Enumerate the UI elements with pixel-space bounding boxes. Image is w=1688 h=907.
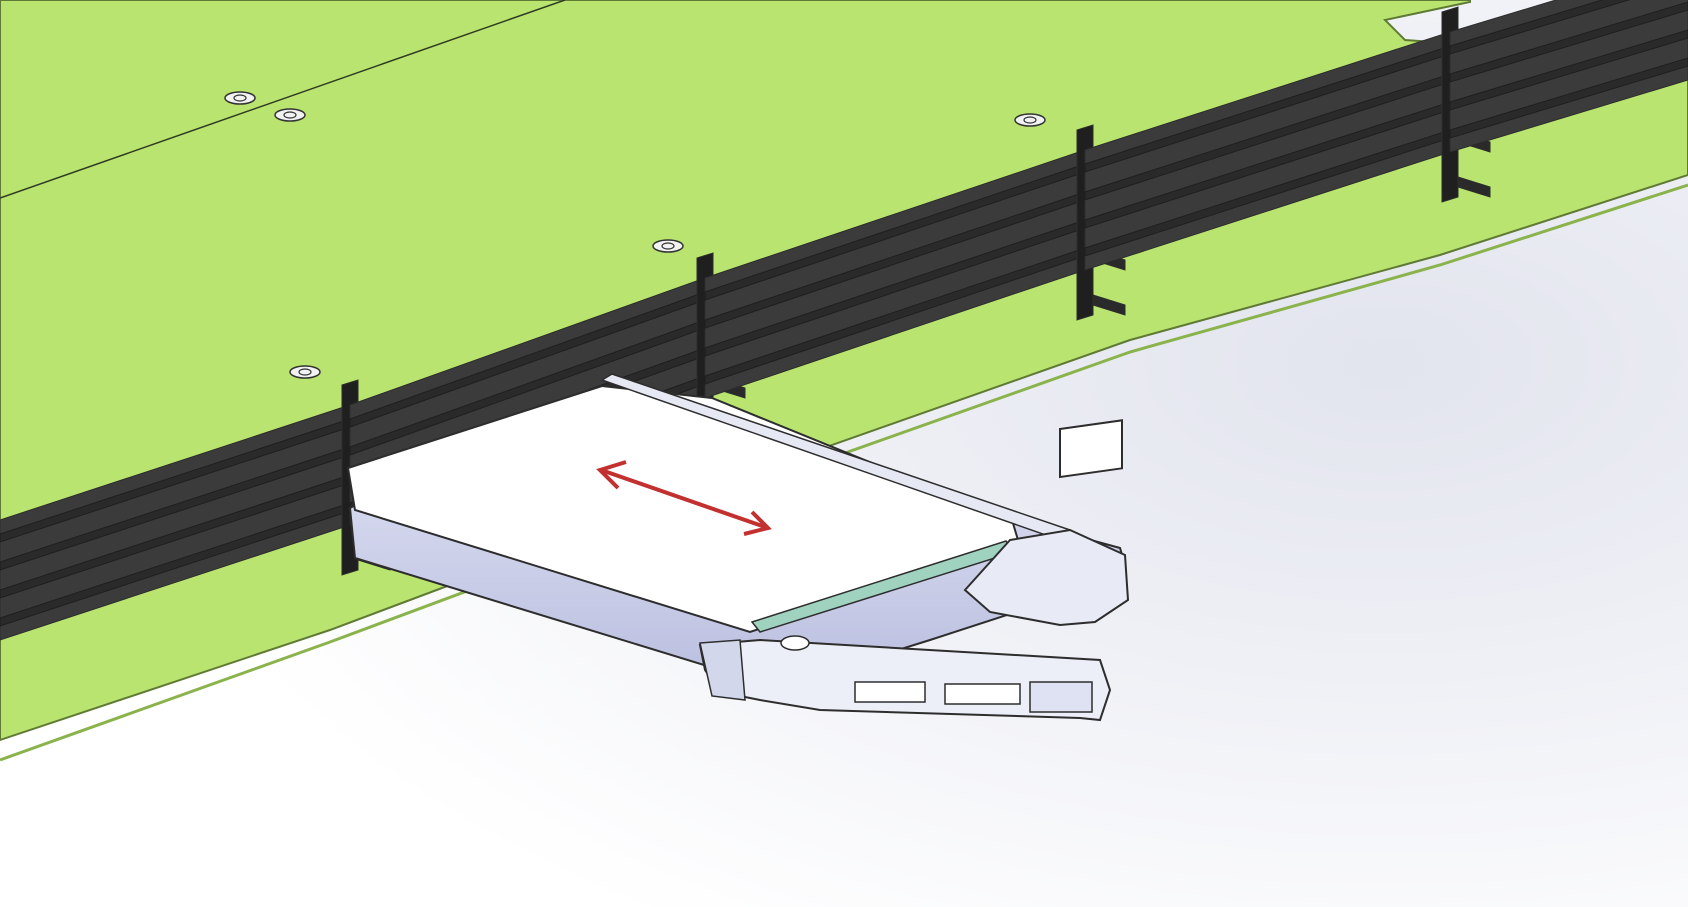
screw-icon: [652, 239, 684, 253]
screws: [224, 91, 1046, 379]
latch-button[interactable]: [1059, 419, 1123, 479]
bay-guide-rail-5-1: [1449, 0, 1631, 55]
lever-grip: [1029, 681, 1093, 713]
screw-icon: [224, 91, 256, 105]
lever-screw-icon: [780, 635, 810, 651]
screw-icon: [289, 365, 321, 379]
lever-slot-1: [854, 681, 926, 703]
bay-guide-rail-5-2: [1449, 1, 1688, 83]
screw-icon: [274, 108, 306, 122]
carrier-bezel: [699, 639, 746, 701]
panel-front-edge: [0, 183, 1688, 762]
bay-guide-rail-5-4: [1449, 57, 1688, 139]
screw-icon: [1014, 113, 1046, 127]
bay-guide-rail-5-3: [1449, 29, 1688, 111]
lever-slot-2: [944, 683, 1021, 705]
bay-tab-3-4: [1092, 294, 1126, 316]
drive-bay-slots: [0, 0, 1688, 641]
panel-seam: [0, 0, 566, 199]
bay-tab-4-4: [1457, 176, 1491, 198]
drive-carrier: [346, 373, 1130, 722]
latch-housing: [963, 528, 1130, 627]
double-headed-arrow-icon: [596, 460, 772, 536]
